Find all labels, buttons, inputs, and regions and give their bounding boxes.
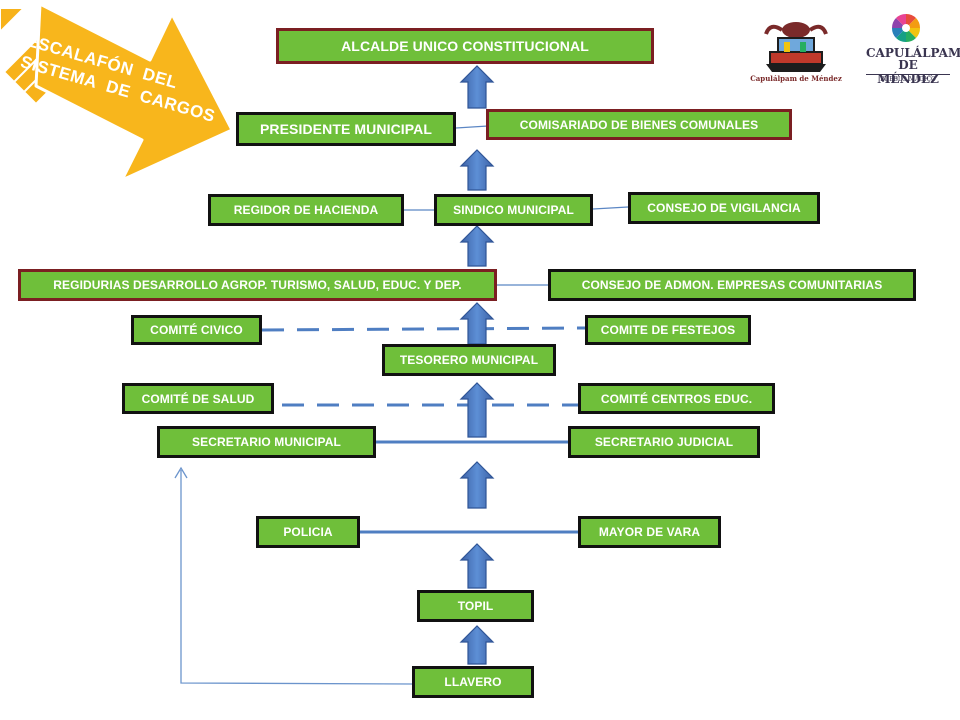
box-presidente: PRESIDENTE MUNICIPAL (236, 112, 456, 146)
box-alcalde: ALCALDE UNICO CONSTITUCIONAL (276, 28, 654, 64)
box-tesorero: TESORERO MUNICIPAL (382, 344, 556, 376)
connector-llavero-secretario (180, 470, 413, 685)
banner-arrow (0, 2, 234, 182)
right-logo-line-1: CAPULÁLPAM (866, 46, 960, 60)
box-consejo-vigilancia: CONSEJO DE VIGILANCIA (628, 192, 820, 224)
connector-llavero-arrowhead (174, 466, 188, 479)
arrow-up-icon (459, 382, 495, 438)
box-comite-festejos: COMITE DE FESTEJOS (585, 315, 751, 345)
box-llavero: LLAVERO (412, 666, 534, 698)
arrow-up-icon (459, 302, 495, 345)
block-arrows (459, 65, 495, 665)
box-comisariado: COMISARIADO DE BIENES COMUNALES (486, 109, 792, 140)
dashed-line-civico-festejos (261, 326, 586, 332)
box-topil: TOPIL (417, 590, 534, 622)
box-policia: POLICIA (256, 516, 360, 548)
arrow-up-icon (459, 625, 495, 665)
box-secretario-municipal: SECRETARIO MUNICIPAL (157, 426, 376, 458)
arrow-up-icon (459, 543, 495, 589)
right-logo-line-2: DE MÉNDEZ (877, 58, 939, 86)
arrow-up-icon (459, 65, 495, 109)
arrow-up-icon (459, 149, 495, 191)
box-secretario-judicial: SECRETARIO JUDICIAL (568, 426, 760, 458)
right-logo-line-3: PUEBLO MÁGICO (866, 74, 950, 83)
arrow-up-icon (459, 225, 495, 267)
arrow-up-icon (459, 461, 495, 509)
box-sindico: SINDICO MUNICIPAL (434, 194, 593, 226)
box-comite-salud: COMITÉ DE SALUD (122, 383, 274, 414)
box-consejo-admon: CONSEJO DE ADMON. EMPRESAS COMUNITARIAS (548, 269, 916, 301)
box-mayor-vara: MAYOR DE VARA (578, 516, 721, 548)
connector-sindico-vigilancia (592, 206, 629, 210)
connector-presidente-comisariado (455, 125, 489, 129)
left-logo-caption: Capulálpam de Méndez (750, 74, 842, 83)
box-regidurias: REGIDURIAS DESARROLLO AGROP. TURISMO, SA… (18, 269, 497, 301)
box-comite-civico: COMITÉ CIVICO (131, 315, 262, 345)
municipal-logo-icon (764, 22, 828, 72)
pueblo-magico-pinwheel-icon (891, 13, 921, 43)
box-regidor-hacienda: REGIDOR DE HACIENDA (208, 194, 404, 226)
box-comite-centros: COMITÉ CENTROS EDUC. (578, 383, 775, 414)
